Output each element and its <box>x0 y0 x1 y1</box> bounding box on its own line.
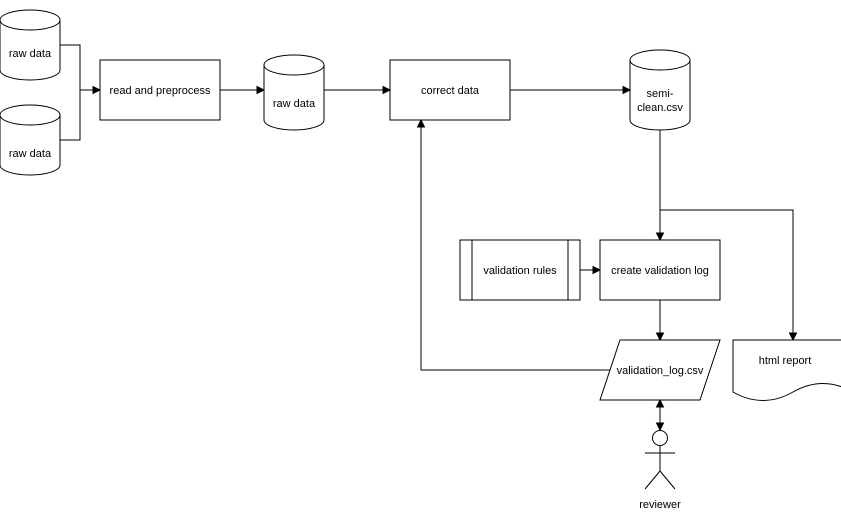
arrowhead-create-validation-log-left <box>592 265 602 275</box>
arrowhead-html-report <box>788 332 798 342</box>
create-validation-log-node: create validation log <box>599 239 721 301</box>
reviewer-head-icon <box>652 430 668 446</box>
raw-data-2-node: raw data <box>0 104 61 176</box>
raw-data-3-node: raw data <box>263 54 325 131</box>
correct-data-label: correct data <box>421 85 480 97</box>
edge-raw-data-1-to-read-preprocess <box>60 44 94 91</box>
semi-clean-node: semi- clean.csv <box>629 49 691 131</box>
edge-semi-clean-to-html-report <box>660 209 794 334</box>
reviewer-actor: reviewer <box>639 430 681 511</box>
raw-data-3-label: raw data <box>273 98 316 110</box>
edge-raw-data-2-to-read-preprocess <box>60 90 81 141</box>
semi-clean-label-line1: semi- <box>647 88 674 100</box>
arrowhead-validation-log <box>655 332 665 342</box>
raw-data-1-node: raw data <box>0 9 61 81</box>
arrowhead-correct-data <box>382 85 392 95</box>
validation-rules-label: validation rules <box>483 265 557 277</box>
read-preprocess-label: read and preprocess <box>110 85 211 97</box>
arrowhead-reviewer <box>655 422 665 432</box>
html-report-label: html report <box>759 355 812 367</box>
edge-validation-log-to-correct-data <box>420 126 610 371</box>
validation-log-node: validation_log.csv <box>599 339 721 401</box>
semi-clean-label-line2: clean.csv <box>637 102 683 114</box>
arrowhead-raw-data-3 <box>256 85 266 95</box>
correct-data-node: correct data <box>389 59 511 121</box>
raw-data-2-label: raw data <box>9 148 52 160</box>
raw-data-1-label: raw data <box>9 48 52 60</box>
reviewer-label: reviewer <box>639 499 681 511</box>
validation-rules-node: validation rules <box>459 239 581 301</box>
arrowhead-read-preprocess <box>92 85 102 95</box>
arrowhead-semi-clean <box>622 85 632 95</box>
read-preprocess-node: read and preprocess <box>99 59 221 121</box>
create-validation-log-label: create validation log <box>611 265 709 277</box>
html-report-node: html report <box>732 339 841 401</box>
arrowhead-correct-data-bottom <box>416 118 426 128</box>
arrowhead-create-validation-log <box>655 232 665 242</box>
validation-log-label: validation_log.csv <box>617 365 704 377</box>
arrowhead-validation-log-bottom <box>655 398 665 408</box>
